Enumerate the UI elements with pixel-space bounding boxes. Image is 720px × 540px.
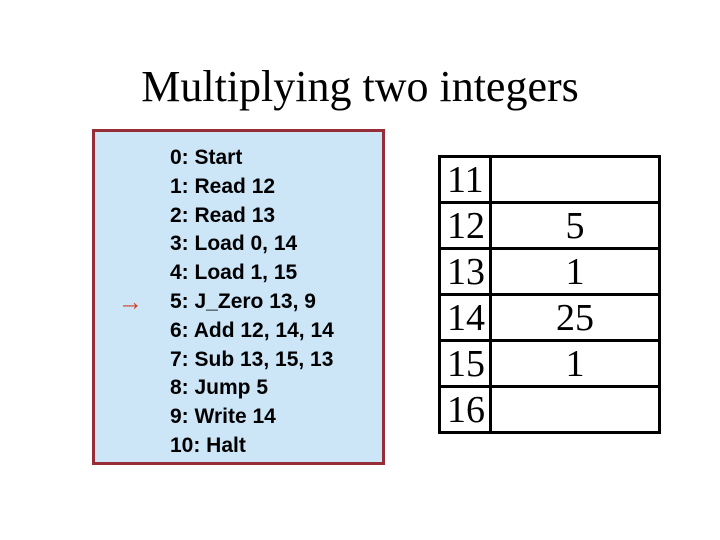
program-line: 10: Halt — [170, 433, 246, 457]
memory-value-cell — [489, 385, 661, 434]
program-line: 1: Read 12 — [170, 174, 276, 198]
program-line: 9: Write 14 — [170, 405, 276, 429]
memory-value-cell: 1 — [489, 339, 661, 388]
page-title: Multiplying two integers — [141, 62, 579, 111]
program-line: 2: Read 13 — [170, 203, 276, 227]
memory-address-cell: 16 — [438, 385, 492, 434]
program-line: 5: J_Zero 13, 9 — [170, 289, 316, 313]
program-line: 8: Jump 5 — [170, 376, 269, 400]
memory-address-cell: 15 — [438, 339, 492, 388]
program-box: → 0: Start 1: Read 12 2: Read 13 3: Load 0,… — [92, 129, 385, 465]
memory-value-cell: 1 — [489, 247, 661, 296]
memory-address-cell: 12 — [438, 201, 492, 250]
program-listing: 0: Start 1: Read 12 2: Read 13 3: Load 0, 1… — [170, 144, 334, 461]
program-line: 3: Load 0, 14 — [170, 232, 298, 256]
memory-address-cell: 13 — [438, 247, 492, 296]
program-line: 7: Sub 13, 15, 13 — [170, 347, 334, 371]
instruction-pointer-arrow-icon: → — [118, 288, 143, 316]
memory-value-cell: 5 — [489, 201, 661, 250]
program-line: 6: Add 12, 14, 14 — [170, 318, 334, 342]
memory-row: 16 — [438, 385, 661, 434]
program-line: 4: Load 1, 15 — [170, 261, 298, 285]
program-line: 0: Start — [170, 146, 243, 169]
memory-value-cell — [489, 155, 661, 204]
memory-address-cell: 11 — [438, 155, 492, 204]
memory-row: 11 — [438, 155, 661, 204]
memory-value-cell: 25 — [489, 293, 661, 342]
memory-address-cell: 14 — [438, 293, 492, 342]
